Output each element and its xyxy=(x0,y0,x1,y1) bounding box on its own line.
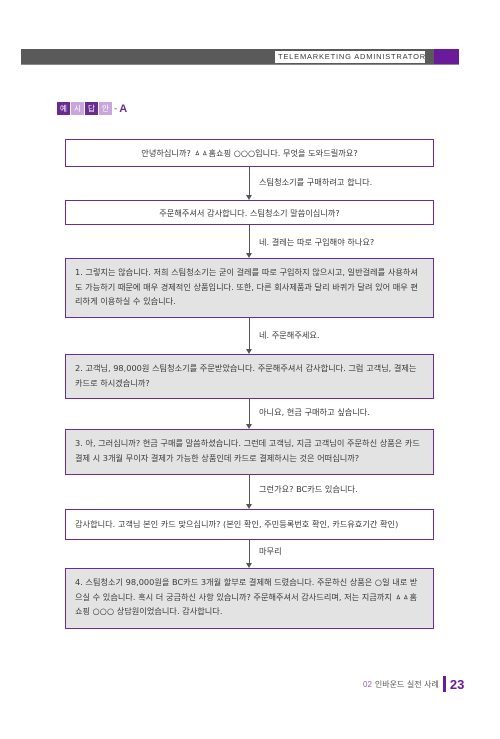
flow-arrow-icon xyxy=(246,253,252,258)
customer-reply: 그런가요? BC카드 있습니다. xyxy=(259,484,358,494)
flow-box-step-2: 2. 고객님, 98,000원 스팀청소기를 주문받았습니다. 주문해주셔서 감… xyxy=(65,354,434,399)
footer-section-number: 02 xyxy=(363,679,372,689)
header-accent-block xyxy=(434,49,459,64)
flow-box-step-1: 1. 그렇지는 않습니다. 저희 스팀청소기는 굳이 걸레를 따로 구입하지 않… xyxy=(65,258,434,318)
flow-connector xyxy=(249,318,250,351)
page-footer: 02 인바운드 실전 사례 23 xyxy=(363,676,464,692)
example-label-char: 답 xyxy=(85,102,98,115)
flow-arrow-icon xyxy=(246,195,252,200)
example-label-char: 예 xyxy=(57,102,70,115)
flow-arrow-icon xyxy=(246,349,252,354)
flow-connector xyxy=(249,399,250,426)
customer-reply: 네. 주문해주세요. xyxy=(259,330,320,340)
header-rule xyxy=(21,64,459,65)
flow-box-step-3: 3. 아, 그러십니까? 현금 구매를 말씀하셨습니다. 그런데 고객님, 지금… xyxy=(65,429,434,475)
flow-connector xyxy=(249,475,250,506)
flow-box-step-4: 4. 스팀청소기 98,000원을 BC카드 3개월 할부로 결제해 드렸습니다… xyxy=(65,568,434,629)
example-label-dash: - xyxy=(114,103,118,114)
footer-divider xyxy=(442,676,446,692)
page-number: 23 xyxy=(449,676,465,692)
flow-arrow-icon xyxy=(246,563,252,568)
header-title: TELEMARKETING ADMINISTRATOR xyxy=(277,52,426,61)
customer-reply: 네. 결레는 따로 구입해야 하나요? xyxy=(259,237,375,247)
example-answer-label: 예 시 답 안 - A xyxy=(57,102,127,115)
example-label-char: 안 xyxy=(99,102,112,115)
customer-reply: 스팀청소기를 구매하려고 합니다. xyxy=(259,177,373,187)
flow-connector xyxy=(249,540,250,565)
flow-arrow-icon xyxy=(246,424,252,429)
customer-reply: 아니요, 현금 구매하고 싶습니다. xyxy=(259,407,370,417)
footer-section-title: 인바운드 실전 사례 xyxy=(374,679,439,689)
flow-connector xyxy=(249,167,250,197)
closing-step-label: 마무리 xyxy=(259,546,282,556)
header-title-panel xyxy=(275,51,425,63)
flow-connector xyxy=(249,225,250,255)
example-label-char: 시 xyxy=(71,102,84,115)
example-label-letter: A xyxy=(119,102,128,115)
flow-arrow-icon xyxy=(246,504,252,509)
flow-box-greeting: 안녕하십니까? ㅿㅿ홈쇼핑 ○○○입니다. 무엇을 도와드릴까요? xyxy=(65,139,434,167)
flow-box-thanks: 주문해주셔서 감사합니다. 스팀청소기 말씀이십니까? xyxy=(65,200,434,225)
flow-box-verify: 감사합니다. 고객님 본인 카드 맞으십니까? (본인 확인, 주민등록번호 확… xyxy=(65,509,434,540)
